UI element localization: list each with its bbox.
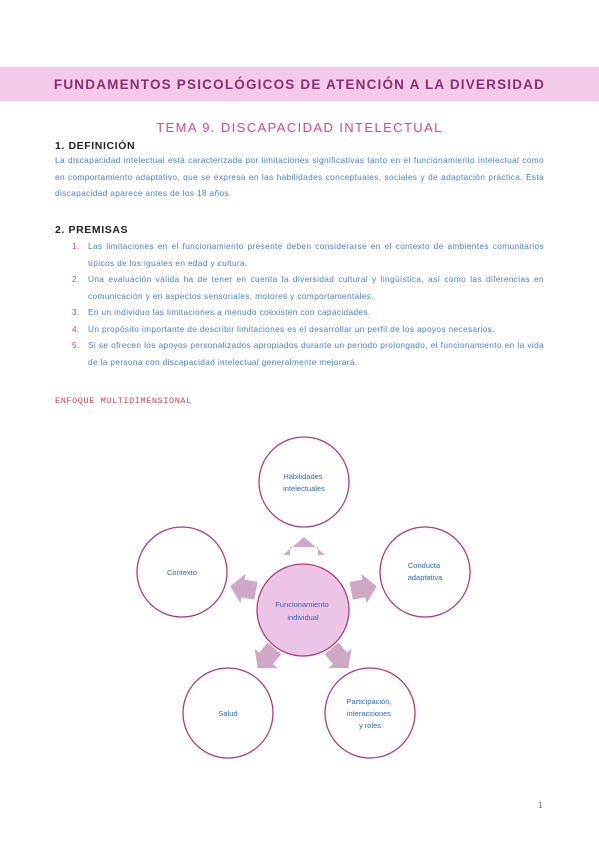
premise-text: En un individuo las limitaciones a menud… bbox=[88, 307, 371, 317]
center-circle bbox=[256, 563, 350, 657]
premise-text: Una evaluación válida ha de tener en cue… bbox=[88, 274, 544, 301]
premise-text: Un propósito importante de describir lim… bbox=[88, 323, 495, 334]
node-circle-salud bbox=[182, 667, 274, 759]
node-circle-participacion bbox=[324, 667, 416, 759]
participacion-label-line3: y roles bbox=[359, 721, 381, 730]
premise-number: 1. bbox=[72, 241, 80, 251]
svg-text:Habilidades intelectuales: Habilidades intelectuales bbox=[283, 472, 325, 493]
contexto-label: Contexto bbox=[167, 568, 197, 577]
svg-text:Funcionamiento individual: Funcionamiento individual bbox=[275, 600, 330, 622]
premise-item: 5. Si se ofrecen los apoyos personalizado… bbox=[55, 337, 544, 370]
habilidades-label-line1: Habilidades bbox=[283, 472, 322, 481]
premise-item: 3. En un individuo las limitaciones a men… bbox=[55, 304, 544, 321]
node-circle-contexto bbox=[136, 526, 228, 618]
premise-item: 2. Una evaluación válida ha de tener en c… bbox=[55, 271, 544, 304]
premise-number: 4. bbox=[72, 323, 80, 334]
svg-text:Conducta adaptativa: Conducta adaptativa bbox=[408, 561, 443, 582]
definition-paragraph: La discapacidad intelectual está caracte… bbox=[55, 155, 544, 198]
topic-subtitle: TEMA 9. DISCAPACIDAD INTELECTUAL bbox=[156, 120, 443, 135]
page-number: 1 bbox=[537, 801, 543, 810]
salud-label: Salud bbox=[218, 709, 237, 718]
section-heading-premisas: 2. PREMISAS bbox=[55, 224, 129, 236]
participacion-label-line1: Participación, bbox=[346, 697, 391, 706]
premise-item: 4. Un propósito importante de describir l… bbox=[55, 321, 544, 338]
premise-number: 5. bbox=[72, 340, 80, 350]
conducta-label-line1: Conducta bbox=[408, 561, 441, 570]
svg-text:Contexto: Contexto bbox=[167, 568, 197, 577]
center-label-line1: Funcionamiento bbox=[275, 600, 328, 609]
arrow-right-icon bbox=[349, 573, 377, 604]
arrow-up-icon bbox=[283, 537, 325, 555]
premises-list: 1. Las limitaciones en el funcionamiento … bbox=[55, 238, 544, 370]
node-circle-habilidades bbox=[258, 436, 350, 528]
svg-text:Participación, interaccion: Participación, interacciones y roles bbox=[346, 697, 393, 730]
premise-number: 3. bbox=[72, 307, 80, 317]
habilidades-label-line2: intelectuales bbox=[283, 484, 325, 493]
section-heading-definicion: 1. DEFINICIÓN bbox=[55, 140, 136, 152]
svg-text:Salud: Salud bbox=[218, 709, 237, 718]
arrow-lower-left-icon bbox=[254, 642, 282, 669]
title-banner: FUNDAMENTOS PSICOLÓGICOS DE ATENCIÓN A L… bbox=[0, 67, 599, 101]
arrow-left-icon bbox=[230, 573, 258, 604]
participacion-label-line2: interacciones bbox=[347, 709, 391, 718]
premise-item: 1. Las limitaciones en el funcionamiento … bbox=[55, 238, 544, 271]
node-circle-conducta bbox=[379, 526, 471, 618]
conducta-label-line2: adaptativa bbox=[408, 573, 443, 582]
premise-text: Las limitaciones en el funcionamiento pr… bbox=[88, 241, 544, 268]
document-title: FUNDAMENTOS PSICOLÓGICOS DE ATENCIÓN A L… bbox=[53, 76, 546, 92]
premise-text: Si se ofrecen los apoyos personalizados … bbox=[88, 340, 544, 367]
arrow-lower-right-icon bbox=[324, 642, 352, 669]
premise-number: 2. bbox=[72, 274, 80, 284]
center-label-line2: individual bbox=[287, 613, 319, 622]
enfoque-heading: ENFOQUE MULTIDIMENSIONAL bbox=[55, 396, 192, 406]
